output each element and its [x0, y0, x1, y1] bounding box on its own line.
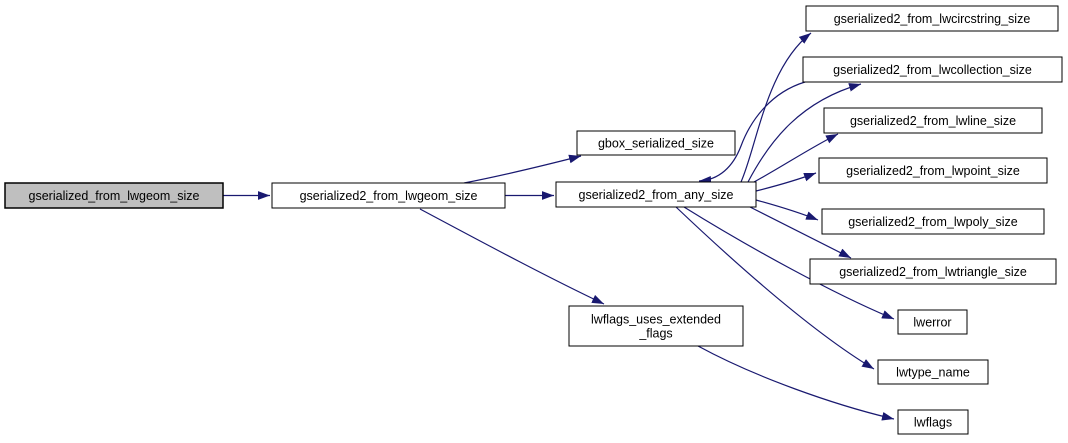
node-box-gserialized_from_lwgeom_size	[4, 182, 224, 209]
node-gserialized_from_lwgeom_size: gserialized_from_lwgeom_size	[4, 182, 224, 209]
edge-gserialized2_from_any_size-to-gserialized2_from_lwcollection_size	[747, 83, 862, 183]
edge-lwflags_uses_extended_flags-to-lwflags	[697, 345, 895, 421]
node-label-gserialized2_from_lwcollection_size: gserialized2_from_lwcollection_size	[833, 63, 1032, 77]
node-box-gserialized2_from_lwcircstring_size[interactable]	[805, 5, 1059, 32]
edge-gserialized2_from_any_size-to-gserialized2_from_lwtriangle_size	[749, 206, 852, 259]
node-label-lwflags_uses_extended_flags-line2: _flags	[638, 327, 672, 341]
node-lwtype_name[interactable]: lwtype_name	[877, 359, 989, 385]
node-label-gserialized2_from_lwpoly_size: gserialized2_from_lwpoly_size	[848, 215, 1018, 229]
node-label-lwflags_uses_extended_flags-line1: lwflags_uses_extended	[591, 313, 721, 327]
node-label-gbox_serialized_size: gbox_serialized_size	[598, 137, 714, 151]
node-box-gserialized2_from_any_size[interactable]	[555, 181, 757, 208]
node-box-lwerror[interactable]	[897, 309, 968, 335]
node-gserialized2_from_lwcircstring_size[interactable]: gserialized2_from_lwcircstring_size	[805, 5, 1059, 32]
edge-gserialized2_from_any_size-to-gserialized2_from_lwcircstring_size	[740, 32, 812, 183]
node-gserialized2_from_lwtriangle_size[interactable]: gserialized2_from_lwtriangle_size	[809, 258, 1057, 285]
node-gserialized2_from_lwcollection_size[interactable]: gserialized2_from_lwcollection_size	[802, 56, 1063, 83]
edge-gserialized2_from_any_size-to-gserialized2_from_lwpoint_size	[755, 172, 817, 192]
node-label-gserialized2_from_lwgeom_size: gserialized2_from_lwgeom_size	[300, 189, 478, 203]
node-gserialized2_from_lwline_size[interactable]: gserialized2_from_lwline_size	[823, 107, 1043, 134]
node-box-gserialized2_from_lwtriangle_size[interactable]	[809, 258, 1057, 285]
node-gserialized2_from_lwgeom_size[interactable]: gserialized2_from_lwgeom_size	[271, 182, 506, 209]
node-box-gserialized2_from_lwpoly_size[interactable]	[821, 208, 1045, 235]
node-label-gserialized2_from_lwpoint_size: gserialized2_from_lwpoint_size	[846, 164, 1020, 178]
node-gserialized2_from_any_size[interactable]: gserialized2_from_any_size	[555, 181, 757, 208]
edges-layer	[223, 32, 895, 421]
node-box-gserialized2_from_lwpoint_size[interactable]	[818, 157, 1048, 184]
edge-gserialized2_from_lwgeom_size-to-gbox_serialized_size	[463, 154, 582, 184]
node-gserialized2_from_lwpoint_size[interactable]: gserialized2_from_lwpoint_size	[818, 157, 1048, 184]
edge-gserialized2_from_any_size-to-lwerror	[683, 206, 895, 320]
node-label-gserialized2_from_lwline_size: gserialized2_from_lwline_size	[850, 114, 1016, 128]
node-lwerror[interactable]: lwerror	[897, 309, 968, 335]
node-gbox_serialized_size[interactable]: gbox_serialized_size	[576, 130, 736, 156]
node-box-gserialized2_from_lwcollection_size[interactable]	[802, 56, 1063, 83]
node-label-lwerror: lwerror	[913, 316, 951, 330]
edge-gserialized2_from_any_size-to-gserialized2_from_lwline_size	[753, 133, 839, 183]
node-label-gserialized2_from_any_size: gserialized2_from_any_size	[579, 188, 734, 202]
edge-gserialized2_from_any_size-to-gserialized2_from_lwpoly_size	[755, 199, 819, 221]
node-label-lwflags: lwflags	[914, 416, 952, 430]
node-box-gserialized2_from_lwline_size[interactable]	[823, 107, 1043, 134]
node-box-gserialized2_from_lwgeom_size[interactable]	[271, 182, 506, 209]
node-lwflags[interactable]: lwflags	[897, 409, 969, 435]
node-label-gserialized_from_lwgeom_size: gserialized_from_lwgeom_size	[29, 189, 200, 203]
edge-gserialized2_from_lwgeom_size-to-lwflags_uses_extended_flags	[419, 208, 605, 305]
node-label-lwtype_name: lwtype_name	[896, 366, 970, 380]
node-label-gserialized2_from_lwtriangle_size: gserialized2_from_lwtriangle_size	[839, 265, 1027, 279]
node-gserialized2_from_lwpoly_size[interactable]: gserialized2_from_lwpoly_size	[821, 208, 1045, 235]
node-label-gserialized2_from_lwcircstring_size: gserialized2_from_lwcircstring_size	[834, 12, 1031, 26]
node-lwflags_uses_extended_flags[interactable]: lwflags_uses_extended_flags	[568, 305, 744, 347]
nodes-layer: gserialized_from_lwgeom_size gserialized2…	[4, 5, 1063, 435]
node-box-gbox_serialized_size[interactable]	[576, 130, 736, 156]
edge-gserialized2_from_any_size-to-lwtype_name	[675, 206, 875, 370]
node-box-lwflags_uses_extended_flags[interactable]	[568, 305, 744, 347]
node-box-lwtype_name[interactable]	[877, 359, 989, 385]
node-box-lwflags[interactable]	[897, 409, 969, 435]
edge-gserialized2_from_lwcollection_size-to-gserialized2_from_any_size	[698, 81, 806, 185]
